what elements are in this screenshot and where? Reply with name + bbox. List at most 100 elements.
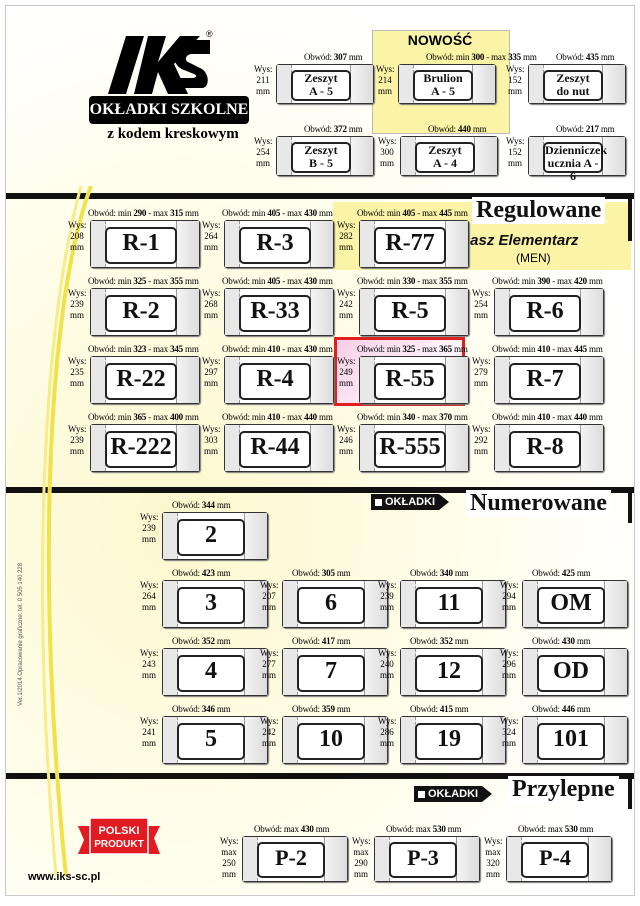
book-cover: 19 (400, 716, 506, 764)
cover-flap (91, 357, 106, 403)
max-label: - max (280, 208, 305, 218)
cover-flap (602, 65, 625, 103)
cover-name: 19 (437, 726, 461, 752)
cover-flap (523, 717, 538, 763)
cover-flap (401, 137, 416, 175)
cover-flap (176, 221, 199, 267)
mm-label: mm (470, 124, 487, 134)
obwod-max: 530 (564, 824, 578, 834)
okladki-label: OKŁADKI (385, 496, 436, 508)
mm-label: mm (485, 869, 500, 879)
obwod-min: 405 (267, 208, 281, 218)
obwod-label: Obwód: min (357, 208, 403, 218)
wys-value: 152 (508, 75, 522, 85)
cover-name: P-3 (407, 845, 439, 870)
obwod-max: 315 (170, 208, 183, 218)
wys-value: 208 (70, 231, 84, 241)
obwod-min: 410 (267, 344, 281, 354)
cover-label: 2 (177, 519, 245, 556)
circumference-text: Obwód: 352 mm (410, 636, 469, 646)
book-cover: R-3 (224, 220, 334, 268)
obwod-max: 355 (170, 276, 183, 286)
wys-value: 286 (380, 727, 394, 737)
obwod-value: 417 (321, 636, 335, 646)
obwod-label: Obwód: min (492, 412, 538, 422)
obwod-max: 430 (304, 208, 317, 218)
cover-flap (399, 65, 414, 103)
mm-label: mm (586, 344, 603, 354)
cover-flap (472, 65, 495, 103)
book-cover: R-55 (359, 356, 469, 404)
cover-label: 3 (177, 587, 245, 624)
obwod-label: Obwód: min (222, 412, 268, 422)
wys-label: Wys: (260, 580, 279, 590)
obwod-min: 325 (402, 344, 416, 354)
cover-flap (401, 581, 416, 627)
circumference-text: Obwód: min 410 - max 440 mm (492, 412, 603, 422)
obwod-value: 435 (585, 52, 599, 62)
cover-name: R-222 (110, 434, 172, 460)
mm-label: mm (473, 446, 488, 456)
wys-label: Wys: (337, 356, 356, 366)
book-cover: 3 (162, 580, 268, 628)
book-cover: 4 (162, 648, 268, 696)
new-product-label: NOWOŚĆ (407, 32, 473, 48)
obwod-label: Obwód: (532, 636, 562, 646)
wys-label: Wys: (378, 136, 397, 146)
obwod-label: Obwód: max (518, 824, 565, 834)
circumference-text: Obwód: min 390 - max 420 mm (492, 276, 603, 286)
cover-label: R-22 (105, 363, 177, 400)
mm-label: mm (507, 158, 522, 168)
cover-label: R-6 (509, 295, 581, 332)
obwod-min: 300 (471, 52, 485, 62)
section-divider (628, 193, 632, 241)
wys-value: 243 (142, 659, 156, 669)
cover-label: R-222 (105, 431, 177, 468)
obwod-label: Obwód: (410, 636, 440, 646)
wys-value: 254 (474, 299, 488, 309)
cover-flap (580, 289, 603, 335)
obwod-label: Obwód: (428, 124, 458, 134)
okladki-label: OKŁADKI (428, 788, 479, 800)
mm-label: mm (346, 52, 363, 62)
registered-mark: ® (206, 29, 213, 39)
book-cover: OM (522, 580, 628, 628)
circumference-text: Obwód: 430 mm (532, 636, 591, 646)
cover-name: A - 4 (433, 156, 457, 170)
wys-value: 254 (256, 147, 270, 157)
wys-label: Wys: (472, 356, 491, 366)
cover-flap (163, 649, 178, 695)
book-cover: R-2 (90, 288, 200, 336)
mm-label: mm (598, 52, 615, 62)
max-label: - max (484, 52, 509, 62)
mm-label: mm (577, 824, 594, 834)
cover-flap (507, 837, 522, 881)
cover-label: 5 (177, 723, 245, 760)
cover-name: R-22 (116, 366, 166, 392)
obwod-label: Obwód: min (357, 276, 403, 286)
cover-flap (310, 425, 333, 471)
book-cover: 6 (282, 580, 388, 628)
max-label: - max (415, 276, 440, 286)
wys-value: 239 (380, 591, 394, 601)
website-url[interactable]: www.iks-sc.pl (28, 871, 101, 883)
mm-label: mm (182, 276, 199, 286)
wys-value: 152 (508, 147, 522, 157)
mm-label: mm (69, 242, 84, 252)
mm-label: mm (316, 276, 333, 286)
obwod-label: Obwód: (410, 704, 440, 714)
mm-label: mm (261, 738, 276, 748)
wys-label: Wys: (260, 648, 279, 658)
circumference-text: Obwód: 446 mm (532, 704, 591, 714)
cover-name: 7 (325, 658, 337, 684)
circumference-text: Obwód: 435 mm (556, 52, 615, 62)
circumference-text: Obwód: 352 mm (172, 636, 231, 646)
mm-label: mm (451, 276, 468, 286)
wys-value: 240 (380, 659, 394, 669)
cover-label: 12 (415, 655, 483, 692)
